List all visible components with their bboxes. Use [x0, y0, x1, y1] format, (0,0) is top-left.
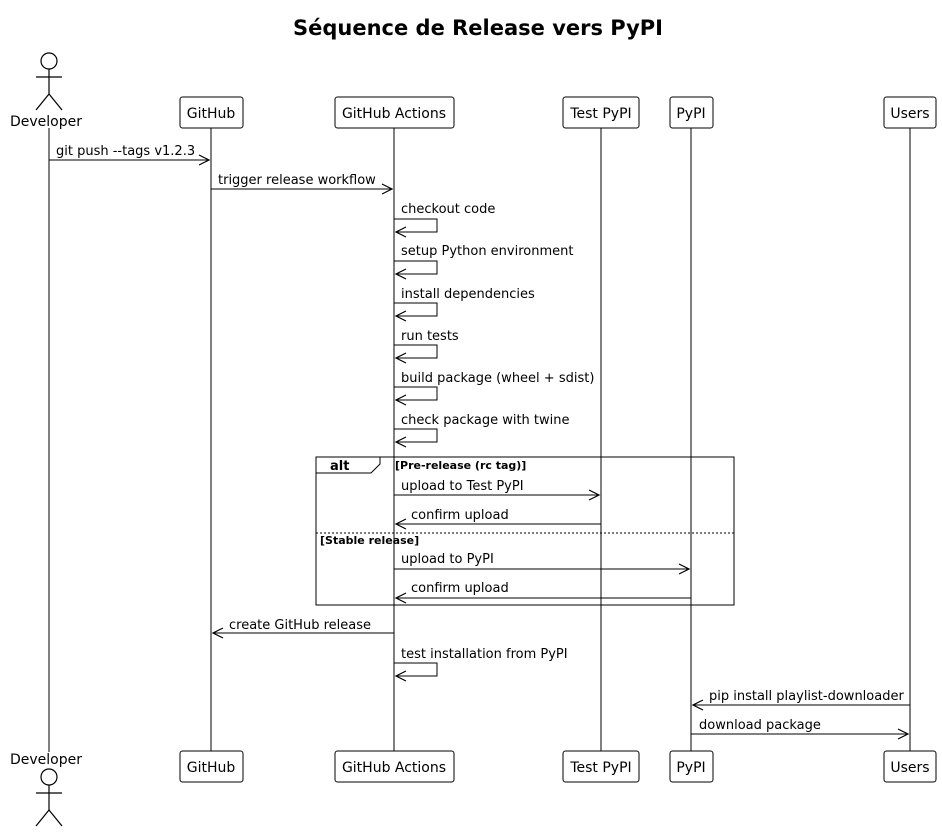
- message-label: test installation from PyPI: [401, 647, 568, 662]
- message-label: pip install playlist-downloader: [709, 689, 904, 704]
- message-label: run tests: [401, 329, 459, 344]
- diagram-title: Séquence de Release vers PyPI: [293, 16, 663, 40]
- participant-github-top: GitHub: [179, 96, 244, 129]
- message-label: trigger release workflow: [218, 173, 376, 188]
- arrow-head: [198, 154, 211, 166]
- message-pip-install: pip install playlist-downloader: [691, 689, 910, 711]
- messages: git push --tags v1.2.3 trigger release w…: [49, 144, 910, 740]
- message-test-installation: test installation from PyPI: [394, 647, 568, 682]
- arrow-head: [897, 728, 910, 740]
- participant-label: Users: [890, 106, 929, 122]
- arrow-head: [381, 183, 394, 195]
- message-git-push: git push --tags v1.2.3: [49, 144, 211, 166]
- alt-condition-stable: [Stable release]: [320, 534, 419, 547]
- arrow-head: [394, 592, 407, 604]
- participant-pypi-bottom: PyPI: [669, 750, 714, 783]
- lifelines: [48, 128, 911, 752]
- arrow-head: [394, 670, 407, 682]
- arrow-head: [394, 310, 407, 322]
- participants-top: Developer GitHub GitHub Actions Test PyP…: [10, 52, 937, 130]
- participant-label: PyPI: [676, 760, 705, 776]
- message-label: create GitHub release: [229, 618, 371, 633]
- participant-github-bottom: GitHub: [179, 750, 244, 783]
- participant-label: GitHub Actions: [342, 760, 446, 776]
- message-install-dependencies: install dependencies: [394, 287, 535, 322]
- participant-pypi-top: PyPI: [669, 96, 714, 129]
- message-label: confirm upload: [411, 581, 509, 596]
- message-label: check package with twine: [401, 413, 570, 428]
- participant-test-pypi-top: Test PyPI: [562, 96, 640, 129]
- message-confirm-test-upload: confirm upload: [394, 508, 601, 530]
- arrow-head: [394, 436, 407, 448]
- participant-label: Test PyPI: [569, 760, 631, 776]
- arrow-head: [691, 699, 704, 711]
- participant-label: GitHub Actions: [342, 106, 446, 122]
- message-label: checkout code: [401, 202, 495, 217]
- alt-frame-border: [315, 456, 735, 606]
- alt-frame: alt [Pre-release (rc tag)] [Stable relea…: [315, 456, 735, 606]
- message-check-twine: check package with twine: [394, 413, 570, 448]
- message-label: confirm upload: [411, 508, 509, 523]
- message-trigger-workflow: trigger release workflow: [211, 173, 394, 195]
- participant-label: Test PyPI: [569, 106, 631, 122]
- message-confirm-pypi-upload: confirm upload: [394, 581, 691, 604]
- message-run-tests: run tests: [394, 329, 459, 364]
- message-upload-pypi: upload to PyPI: [394, 552, 691, 575]
- actor-developer-top: Developer: [10, 52, 82, 130]
- arrow-head: [394, 268, 407, 280]
- participant-label: GitHub: [187, 106, 236, 122]
- message-setup-python: setup Python environment: [394, 244, 573, 280]
- message-label: upload to Test PyPI: [401, 479, 524, 494]
- participant-users-top: Users: [883, 96, 937, 129]
- participant-test-pypi-bottom: Test PyPI: [562, 750, 640, 783]
- arrow-head: [211, 627, 224, 639]
- message-build-package: build package (wheel + sdist): [394, 371, 594, 406]
- actor-head: [40, 52, 58, 70]
- message-checkout-code: checkout code: [394, 202, 495, 238]
- arrow-head: [588, 489, 601, 501]
- participant-github-actions-bottom: GitHub Actions: [334, 750, 455, 783]
- arrow-head: [394, 394, 407, 406]
- arrow-head: [394, 226, 407, 238]
- participant-label: PyPI: [676, 106, 705, 122]
- alt-frame-tab: [315, 457, 381, 474]
- message-label: download package: [699, 718, 821, 733]
- participant-label: Developer: [10, 752, 82, 768]
- participant-label: Developer: [10, 114, 82, 130]
- message-upload-test-pypi: upload to Test PyPI: [394, 479, 601, 501]
- participant-label: Users: [890, 760, 929, 776]
- alt-condition-prerelease: [Pre-release (rc tag)]: [395, 459, 526, 472]
- message-label: install dependencies: [401, 287, 535, 302]
- message-create-release: create GitHub release: [211, 618, 394, 639]
- message-download-package: download package: [691, 718, 910, 740]
- actor-head: [40, 768, 58, 786]
- actor-developer-bottom: Developer: [10, 752, 82, 827]
- arrow-head: [394, 352, 407, 364]
- participant-users-bottom: Users: [883, 750, 937, 783]
- message-label: upload to PyPI: [401, 552, 494, 567]
- arrow-head: [678, 563, 691, 575]
- message-label: build package (wheel + sdist): [401, 371, 594, 386]
- message-label: setup Python environment: [401, 244, 573, 259]
- participant-github-actions-top: GitHub Actions: [334, 96, 455, 129]
- participant-label: GitHub: [187, 760, 236, 776]
- arrow-head: [394, 518, 407, 530]
- message-label: git push --tags v1.2.3: [56, 144, 195, 159]
- participants-bottom: Developer GitHub GitHub Actions Test PyP…: [10, 750, 937, 827]
- alt-keyword: alt: [330, 459, 349, 474]
